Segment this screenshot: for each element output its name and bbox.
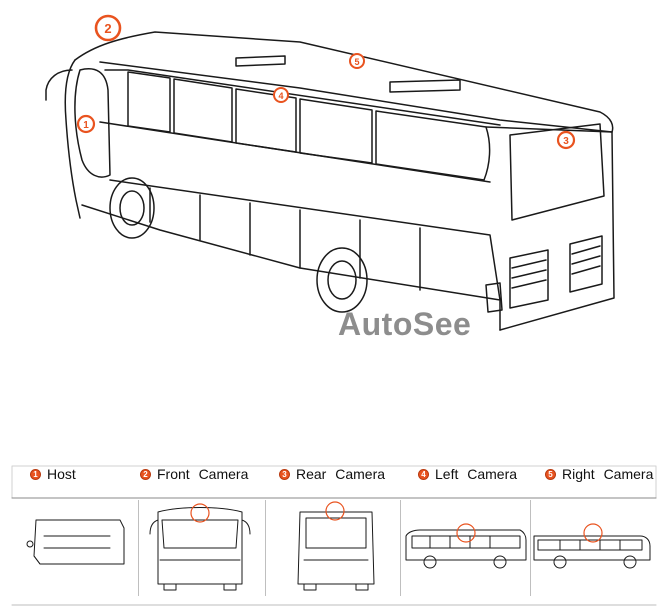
legend-item-left-camera: 4 Left Camera xyxy=(418,466,517,482)
legend-badge: 2 xyxy=(140,468,151,480)
callout-markers: 1 2 3 4 5 xyxy=(76,14,576,150)
front-camera-highlight-ring xyxy=(190,503,210,523)
legend-label: Right Camera xyxy=(562,466,654,482)
legend-item-rear-camera: 3 Rear Camera xyxy=(279,466,385,482)
callout-4-marker: 4 xyxy=(273,87,289,103)
callout-5-marker: 5 xyxy=(349,53,365,69)
svg-text:1: 1 xyxy=(83,120,89,131)
bus-main-illustration xyxy=(45,31,615,331)
legend-label: Host xyxy=(47,466,76,482)
front-view-bus-illustration xyxy=(149,507,251,591)
left-camera-highlight-ring xyxy=(456,523,476,543)
legend-label: Left Camera xyxy=(435,466,518,482)
legend-label: Rear Camera xyxy=(296,466,386,482)
panel-divider xyxy=(138,500,139,596)
right-camera-highlight-ring xyxy=(583,523,603,543)
callout-2-marker: 2 xyxy=(94,14,122,42)
host-device-illustration xyxy=(26,519,125,565)
callout-1-marker: 1 xyxy=(76,114,96,134)
legend-item-front-camera: 2 Front Camera xyxy=(140,466,248,482)
panel-divider xyxy=(400,500,401,596)
left-view-bus-illustration xyxy=(405,529,527,569)
legend-badge: 5 xyxy=(545,468,556,480)
right-view-bus-illustration xyxy=(533,535,651,569)
legend-label: Front Camera xyxy=(157,466,249,482)
callout-3-marker: 3 xyxy=(556,130,576,150)
legend-badge: 3 xyxy=(279,468,290,480)
legend-badge: 1 xyxy=(30,468,41,480)
legend-badge: 4 xyxy=(418,468,429,480)
svg-text:2: 2 xyxy=(104,21,111,36)
panel-divider xyxy=(265,500,266,596)
panel-divider xyxy=(530,500,531,596)
legend-item-right-camera: 5 Right Camera xyxy=(545,466,653,482)
rear-view-bus-illustration xyxy=(297,511,375,591)
svg-text:3: 3 xyxy=(563,136,569,147)
svg-text:5: 5 xyxy=(354,57,359,67)
legend-item-host: 1 Host xyxy=(30,466,76,482)
watermark-text: AutoSee xyxy=(338,306,472,342)
rear-camera-highlight-ring xyxy=(325,501,345,521)
svg-text:4: 4 xyxy=(278,91,283,101)
